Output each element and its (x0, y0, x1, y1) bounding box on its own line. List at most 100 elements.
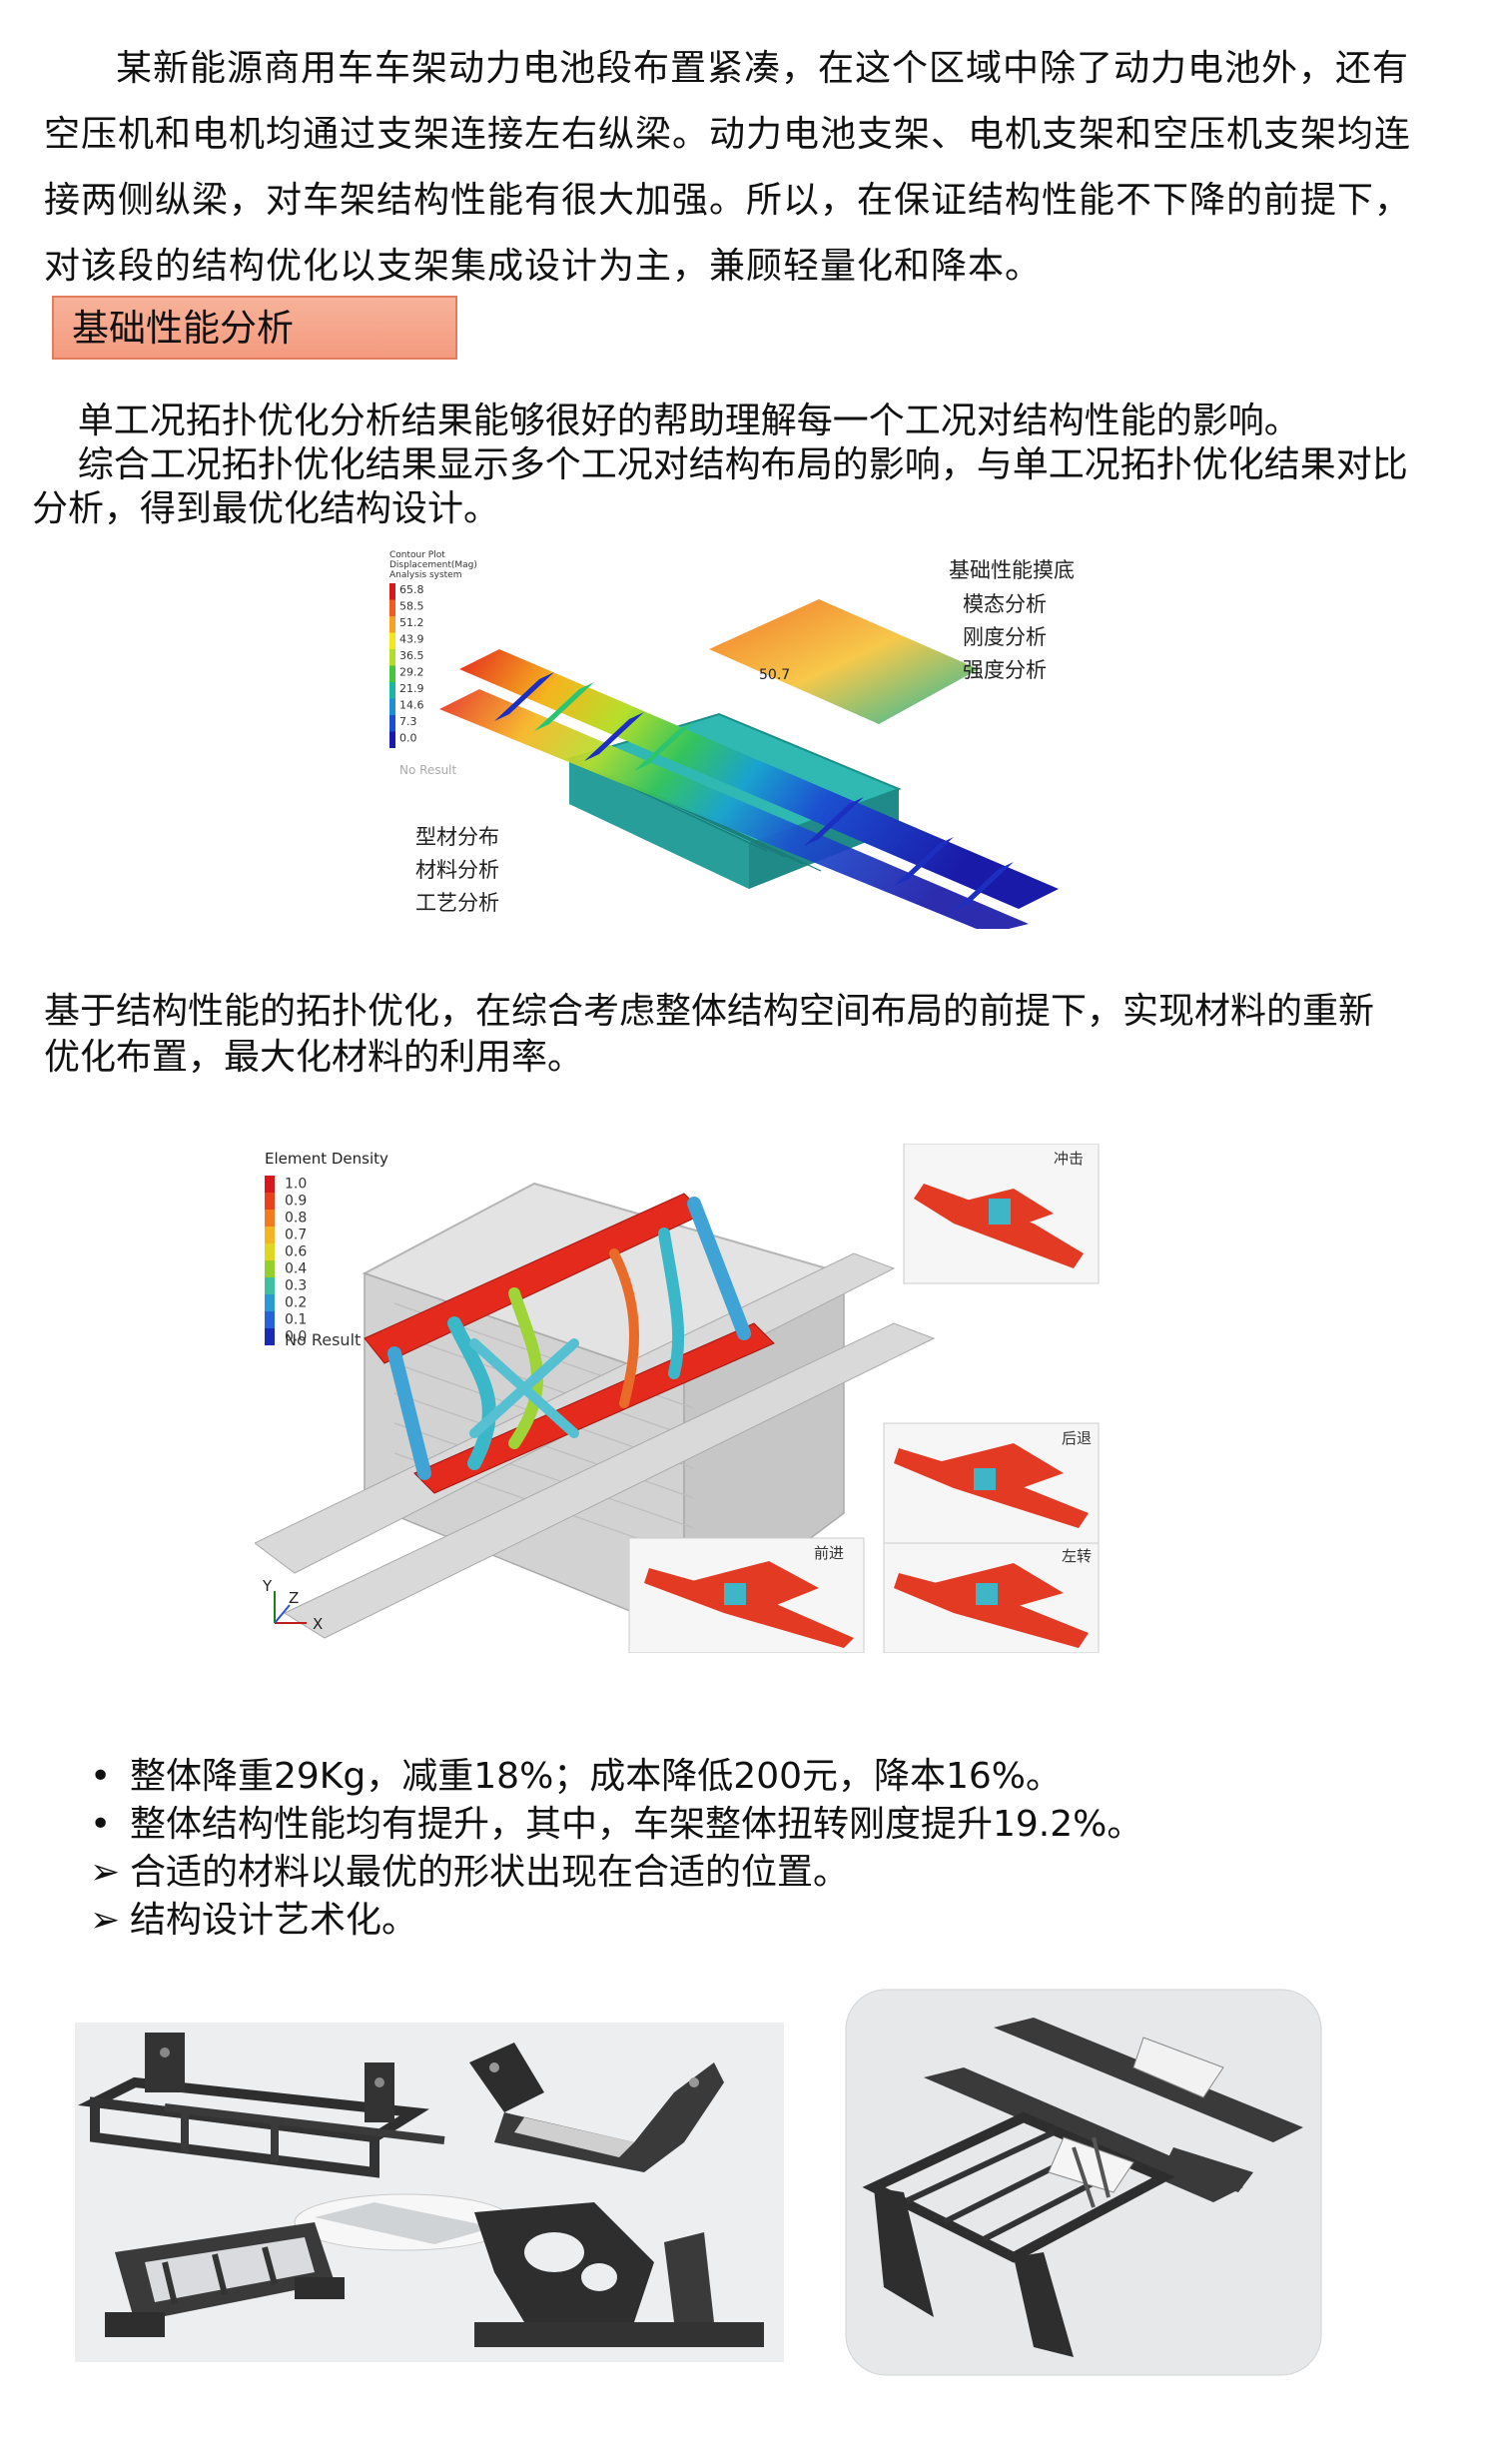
legend-swatch (389, 715, 395, 732)
legend-value: 0.0 (285, 1329, 307, 1345)
analysis-paragraph: 单工况拓扑优化分析结果能够很好的帮助理解每一个工况对结构性能的影响。 综合工况拓… (32, 400, 1408, 531)
assembled-frame-image (845, 1989, 1322, 2376)
legend-value: 51.2 (399, 616, 424, 629)
legend-no-result: No Result (399, 763, 457, 777)
legend-value: 1.0 (285, 1177, 307, 1193)
legend-value: 29.2 (399, 665, 424, 678)
legend-value: 0.9 (285, 1194, 307, 1210)
legend-value: 0.3 (285, 1278, 307, 1294)
analysis-line: 分析，得到最优化结构设计。 (32, 488, 500, 529)
right-title: 基础性能摸底 (949, 558, 1075, 582)
intro-line: 某新能源商用车车架动力电池段布置紧凑，在这个区域中除了动力电池外，还有 (116, 48, 1410, 89)
probe-label: 50.7 (759, 667, 790, 683)
cross-members (494, 672, 1014, 911)
result-text: 整体结构性能均有提升，其中，车架整体扭转刚度提升19.2%。 (130, 1804, 1143, 1845)
density-rail-rear (413, 1322, 775, 1494)
legend-swatch (389, 698, 395, 715)
legend-swatch (389, 616, 395, 633)
cross-members-mid (534, 682, 694, 771)
left-rail (459, 649, 1059, 909)
legend-header: Analysis system (389, 570, 461, 580)
density-legend: 1.00.90.80.70.60.40.30.20.10.0 (265, 1176, 307, 1345)
legend-value: 0.4 (285, 1261, 307, 1277)
inset-label: 前进 (814, 1544, 844, 1562)
left-item: 型材分布 (415, 825, 499, 849)
arrow-bullet-icon: ➢ (90, 1852, 121, 1893)
results-list: • 整体降重29Kg，减重18%；成本降低200元，降本16%。 • 整体结构性能均… (90, 1753, 1142, 1945)
analysis-line: 综合工况拓扑优化结果显示多个工况对结构布局的影响，与单工况拓扑优化结果对比 (32, 444, 1408, 485)
legend-header: Displacement(Mag) (389, 560, 477, 570)
inset-label: 左转 (1062, 1547, 1092, 1565)
legend-swatch (265, 1193, 275, 1210)
inset-left-turn: 左转 (883, 1542, 1100, 1653)
axis-label: X (313, 1615, 323, 1633)
legend-value: 0.6 (285, 1244, 307, 1260)
legend-value: 14.6 (399, 698, 424, 711)
axis-triad: Y Z X (262, 1577, 323, 1633)
intro-line: 接两侧纵梁，对车架结构性能有很大加强。所以，在保证结构性能不下降的前提下， (44, 180, 1412, 221)
legend-swatch (389, 583, 395, 600)
legend-value: 0.8 (285, 1211, 307, 1227)
element-density-image: Element Density 1.00.90.80.70.60.40.30.2… (255, 1144, 1104, 1653)
legend-value: 0.2 (285, 1295, 307, 1311)
result-item: ➢合适的材料以最优的形状出现在合适的位置。 (90, 1849, 1142, 1897)
intro-line: 对该段的结构优化以支架集成设计为主，兼顾轻量化和降本。 (44, 246, 1043, 287)
legend-header: Contour Plot (389, 550, 445, 560)
legend-title: Element Density (265, 1150, 388, 1168)
legend-swatch (389, 731, 395, 748)
legend-swatch (389, 649, 395, 666)
right-item: 刚度分析 (963, 625, 1047, 649)
legend-value: 0.1 (285, 1312, 307, 1328)
section-heading: 基础性能分析 (72, 307, 294, 350)
bullet-dot-icon: • (90, 1756, 112, 1797)
intro-line: 空压机和电机均通过支架连接左右纵梁。动力电池支架、电机支架和空压机支架均连 (44, 114, 1412, 155)
density-braces (387, 1197, 751, 1480)
topology-line: 基于结构性能的拓扑优化，在综合考虑整体结构空间布局的前提下，实现材料的重新 (44, 991, 1375, 1032)
inset-forward: 前进 (628, 1537, 865, 1653)
legend-swatch (265, 1210, 275, 1227)
flat-plate-part (294, 2193, 515, 2251)
legend-value: 36.5 (399, 649, 424, 662)
legend-swatch (265, 1260, 275, 1277)
legend-swatch (265, 1311, 275, 1328)
legend-value: 0.7 (285, 1228, 307, 1243)
left-item: 材料分析 (415, 858, 499, 882)
displacement-legend: 65.858.551.243.936.529.221.914.67.30.0 (389, 583, 424, 748)
displacement-contour-image: Contour Plot Displacement(Mag) Analysis … (389, 550, 1075, 929)
bracket-parts-figure (75, 2023, 784, 2362)
inset-reverse: 后退 (883, 1422, 1100, 1544)
battery-pack-side (569, 759, 749, 889)
intro-paragraph: 某新能源商用车车架动力电池段布置紧凑，在这个区域中除了动力电池外，还有 空压机和… (44, 36, 1452, 300)
right-item: 模态分析 (963, 592, 1047, 616)
assembled-frame-figure (844, 1988, 1323, 2377)
legend-swatch (265, 1294, 275, 1311)
legend-value: 0.0 (399, 731, 417, 744)
compressor-bracket-part (105, 2222, 345, 2337)
legend-value: 65.8 (399, 583, 424, 596)
axis-label: Z (289, 1589, 299, 1607)
inset-label: 后退 (1062, 1429, 1092, 1447)
battery-bracket-part (77, 2033, 445, 2178)
legend-swatch (265, 1176, 275, 1193)
legend-value: 43.9 (399, 632, 424, 645)
legend-swatch (265, 1243, 275, 1260)
motor-bracket-part (469, 2043, 724, 2172)
legend-swatch (265, 1328, 275, 1345)
result-text: 合适的材料以最优的形状出现在合适的位置。 (130, 1852, 850, 1893)
result-item: ➢结构设计艺术化。 (90, 1897, 1142, 1945)
lattice-bracket-part (474, 2202, 764, 2347)
arrow-bullet-icon: ➢ (90, 1900, 121, 1941)
bullet-dot-icon: • (90, 1804, 112, 1845)
legend-swatch (389, 599, 395, 616)
ghost-rail-right (283, 1322, 936, 1639)
legend-value: 58.5 (399, 599, 424, 612)
displacement-contour-figure: Contour Plot Displacement(Mag) Analysis … (379, 539, 1079, 929)
result-text: 整体降重29Kg，减重18%；成本降低200元，降本16%。 (130, 1756, 1063, 1797)
topology-line: 优化布置，最大化材料的利用率。 (44, 1037, 584, 1078)
legend-value: 21.9 (399, 682, 424, 695)
upper-plate-shape (709, 599, 979, 724)
inset-label: 冲击 (1054, 1150, 1084, 1168)
legend-swatch (389, 632, 395, 649)
bracket-parts-image (75, 2023, 784, 2362)
